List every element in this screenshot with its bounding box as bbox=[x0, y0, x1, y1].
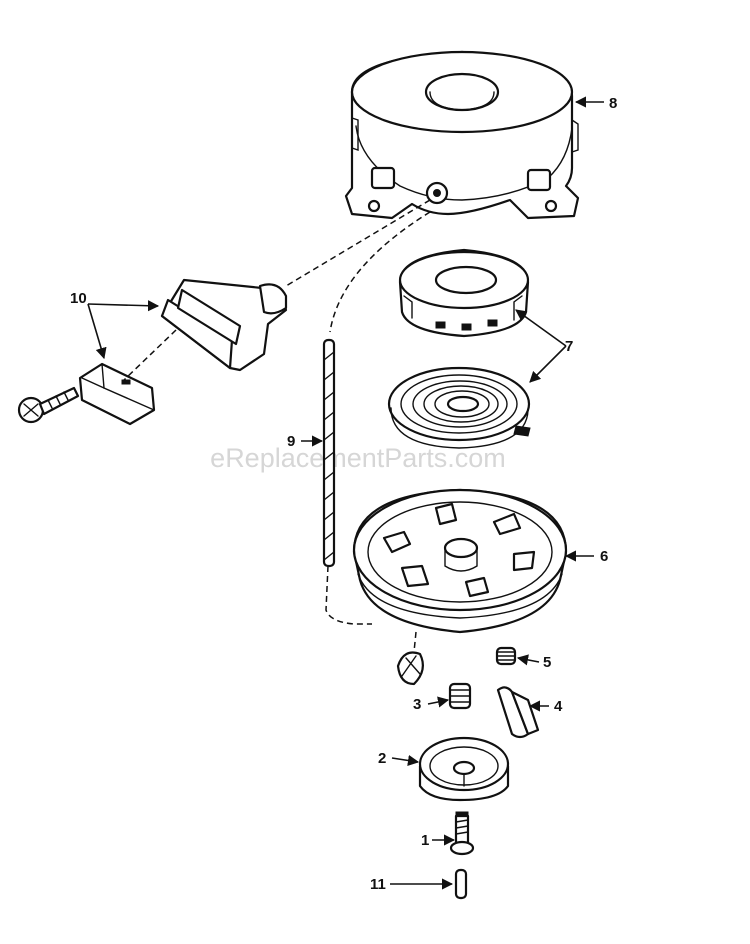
callout-1: 1 bbox=[421, 832, 429, 849]
part-11-pin bbox=[454, 868, 468, 900]
callout-8: 8 bbox=[609, 95, 617, 112]
callout-4: 4 bbox=[554, 698, 563, 715]
callout-10: 10 bbox=[70, 290, 87, 307]
callout-11: 11 bbox=[370, 876, 386, 893]
part-4-pawl bbox=[496, 686, 540, 739]
part-10-handle bbox=[160, 278, 288, 372]
callout-leaders bbox=[87, 96, 604, 890]
part-2-retainer bbox=[418, 736, 510, 802]
part-brake-spring bbox=[396, 651, 425, 686]
part-9-starter-rope bbox=[322, 338, 336, 568]
assembly-guide-lines bbox=[123, 199, 431, 653]
part-1-center-screw bbox=[449, 811, 475, 856]
callout-6: 6 bbox=[600, 548, 608, 565]
part-5-small-spring bbox=[495, 646, 517, 666]
part-3-spring bbox=[448, 682, 472, 710]
part-7-recoil-spring bbox=[387, 366, 531, 449]
callout-3: 3 bbox=[413, 696, 421, 713]
callout-5: 5 bbox=[543, 654, 551, 671]
part-8-starter-housing bbox=[344, 50, 580, 220]
part-7-cover-plate bbox=[398, 248, 530, 338]
part-6-pulley bbox=[352, 488, 568, 634]
callout-2: 2 bbox=[378, 750, 386, 767]
callout-7: 7 bbox=[565, 338, 573, 355]
part-10-screw bbox=[17, 386, 80, 424]
callout-9: 9 bbox=[287, 433, 295, 450]
callout-labels: 8 7 6 9 10 5 4 3 2 1 11 bbox=[70, 95, 617, 893]
part-10-insert bbox=[78, 362, 156, 426]
